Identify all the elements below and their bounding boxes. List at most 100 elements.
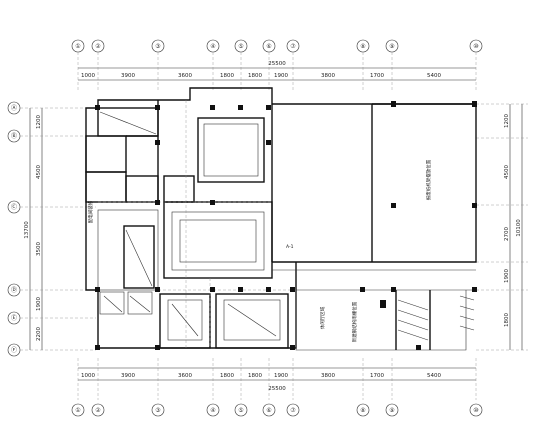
left-axis-bubbles: Ⓐ Ⓑ Ⓒ Ⓓ Ⓔ Ⓕ xyxy=(7,101,21,357)
left-dimensions: 13700 1200 4500 3500 1900 2200 xyxy=(20,107,96,351)
axis-bubble: ④ xyxy=(206,39,220,53)
note-label: 配电间装修 xyxy=(87,200,94,223)
svg-text:⑥: ⑥ xyxy=(266,43,271,50)
dim-label: 1900 xyxy=(36,297,42,311)
axis-bubble: ③ xyxy=(151,39,165,53)
dim-label: 3800 xyxy=(321,373,335,379)
axis-bubble: ② xyxy=(91,39,105,53)
svg-text:Ⓕ: Ⓕ xyxy=(11,346,17,354)
axis-bubble: Ⓕ xyxy=(7,343,21,357)
svg-text:⑤: ⑤ xyxy=(238,407,243,414)
axis-bubble: Ⓓ xyxy=(7,283,21,297)
svg-text:⑧: ⑧ xyxy=(360,43,365,50)
svg-text:⑨: ⑨ xyxy=(389,43,394,50)
axis-bubble: ① xyxy=(71,403,85,417)
right-dimensions: 1200 4500 2700 1900 1800 10100 xyxy=(476,103,528,351)
svg-text:③: ③ xyxy=(155,43,160,50)
dim-label: 1800 xyxy=(220,73,234,79)
axis-bubble: ⑤ xyxy=(234,403,248,417)
axis-bubble: ⑧ xyxy=(356,403,370,417)
dim-label: 3600 xyxy=(178,73,192,79)
dim-total-top: 25500 xyxy=(268,61,286,67)
dim-label: 1200 xyxy=(504,114,510,128)
dim-label: 3900 xyxy=(121,373,135,379)
svg-text:⑦: ⑦ xyxy=(290,43,296,50)
dim-label: 1800 xyxy=(220,373,234,379)
svg-text:⑥: ⑥ xyxy=(266,407,271,414)
svg-text:④: ④ xyxy=(210,43,215,50)
svg-text:④: ④ xyxy=(210,407,215,414)
axis-bubble: Ⓒ xyxy=(7,200,21,214)
dim-total-left: 13700 xyxy=(24,221,30,239)
axis-bubble: ⑨ xyxy=(385,403,399,417)
note-label: 报废纸机架摆放位置 xyxy=(425,159,432,200)
dim-label: 3600 xyxy=(178,373,192,379)
dim-label: 1000 xyxy=(81,73,95,79)
axis-bubble: ⑦ xyxy=(286,403,300,417)
svg-text:⑩: ⑩ xyxy=(473,407,478,414)
svg-text:Ⓔ: Ⓔ xyxy=(11,314,17,322)
axis-bubble: ⑥ xyxy=(262,403,276,417)
dim-total-bottom: 25500 xyxy=(268,386,286,392)
dim-label: 1900 xyxy=(274,73,288,79)
axis-bubble: ④ xyxy=(206,403,220,417)
axis-bubble: Ⓔ xyxy=(7,311,21,325)
dim-label: 2700 xyxy=(504,227,510,241)
top-axis-bubbles: ① ② ③ ④ ⑤ ⑥ ⑦ ⑧ ⑨ ⑩ xyxy=(71,39,483,53)
dim-label: 3900 xyxy=(121,73,135,79)
structural-columns xyxy=(95,101,477,350)
svg-text:⑩: ⑩ xyxy=(473,43,478,50)
bottom-dimensions: 1000 3900 3600 1800 1800 1900 3800 1700 … xyxy=(77,358,477,400)
svg-text:Ⓑ: Ⓑ xyxy=(11,132,17,140)
dim-label: 1800 xyxy=(248,73,262,79)
svg-text:⑨: ⑨ xyxy=(389,407,394,414)
axis-bubble: ⑧ xyxy=(356,39,370,53)
note-label: A-1 xyxy=(286,244,294,250)
svg-text:③: ③ xyxy=(155,407,160,414)
dim-label: 4500 xyxy=(36,165,42,179)
svg-text:①: ① xyxy=(75,407,80,414)
building-walls xyxy=(85,87,477,351)
axis-bubble: ① xyxy=(71,39,85,53)
svg-text:⑤: ⑤ xyxy=(238,43,243,50)
axis-bubble: Ⓑ xyxy=(7,129,21,143)
axis-bubble: ⑨ xyxy=(385,39,399,53)
dim-label: 1000 xyxy=(81,373,95,379)
dim-label: 1900 xyxy=(274,373,288,379)
axis-bubble: ⑦ xyxy=(286,39,300,53)
dim-label: 5400 xyxy=(427,73,441,79)
svg-text:⑧: ⑧ xyxy=(360,407,365,414)
svg-text:Ⓒ: Ⓒ xyxy=(11,203,17,211)
axis-bubble: ⑩ xyxy=(469,39,483,53)
dim-label: 1700 xyxy=(370,73,384,79)
axis-bubble: Ⓐ xyxy=(7,101,21,115)
axis-bubble: ⑩ xyxy=(469,403,483,417)
dim-label: 3500 xyxy=(36,242,42,256)
dim-label: 5400 xyxy=(427,373,441,379)
svg-text:②: ② xyxy=(95,407,101,414)
svg-text:⑦: ⑦ xyxy=(290,407,296,414)
top-dimensions: 25500 1000 3900 3600 1800 1800 1900 3800… xyxy=(77,52,477,90)
dim-label: 2200 xyxy=(36,327,42,341)
plan-notes: 报废纸机架摆放位置 休闲厅区域 配电间装修 新建钢结构雨棚位置 A-1 xyxy=(87,159,432,342)
dim-label: 1800 xyxy=(248,373,262,379)
bottom-axis-bubbles: ① ② ③ ④ ⑤ ⑥ ⑦ ⑧ ⑨ ⑩ xyxy=(71,403,483,417)
svg-text:Ⓓ: Ⓓ xyxy=(11,286,17,294)
axis-bubble: ⑤ xyxy=(234,39,248,53)
dim-label: 1800 xyxy=(504,313,510,327)
dim-label: 1700 xyxy=(370,373,384,379)
note-label: 休闲厅区域 xyxy=(319,306,326,329)
axis-bubble: ② xyxy=(91,403,105,417)
svg-text:①: ① xyxy=(75,43,80,50)
dim-label: 1200 xyxy=(36,115,42,129)
dim-total-right: 10100 xyxy=(516,219,522,237)
svg-text:Ⓐ: Ⓐ xyxy=(11,104,17,112)
note-label: 新建钢结构雨棚位置 xyxy=(351,301,358,342)
dim-label: 3800 xyxy=(321,73,335,79)
svg-text:②: ② xyxy=(95,43,101,50)
dim-label: 4500 xyxy=(504,165,510,179)
axis-bubble: ⑥ xyxy=(262,39,276,53)
dim-label: 1900 xyxy=(504,269,510,283)
axis-bubble: ③ xyxy=(151,403,165,417)
